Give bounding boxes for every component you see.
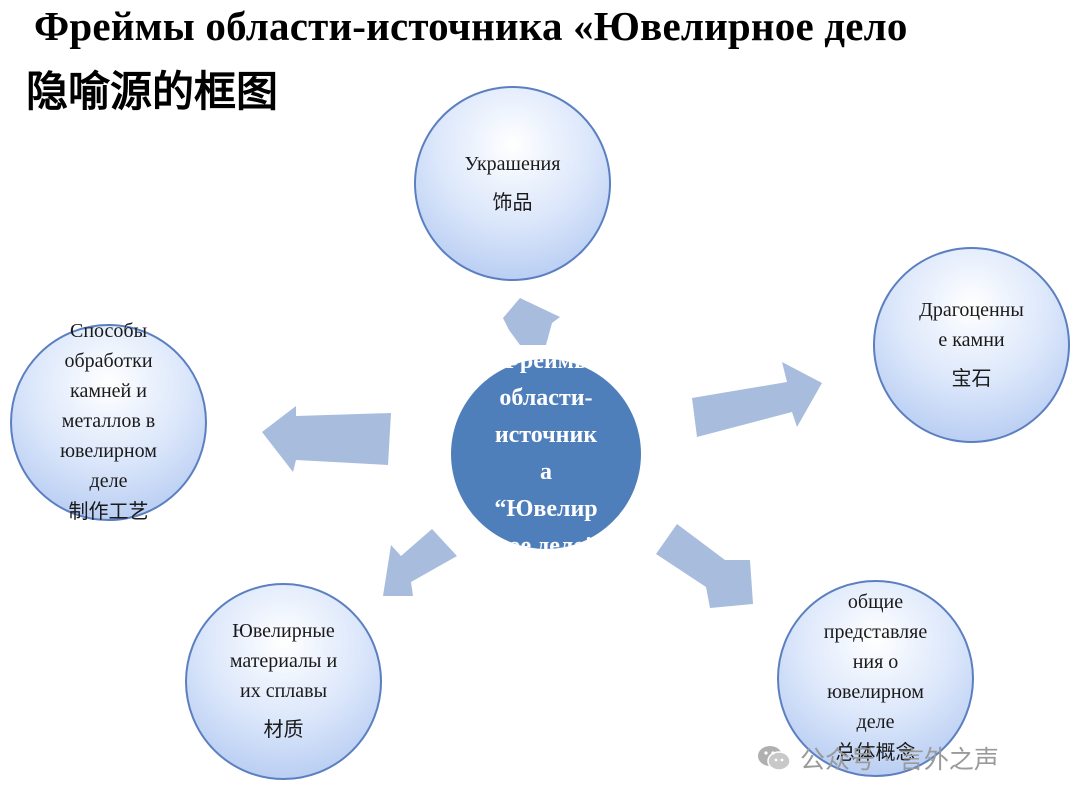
general-ru5: деле xyxy=(856,711,895,733)
node-general-label: общие представляе ния о ювелирном деле 总… xyxy=(777,587,974,767)
slide-title-line1: Фреймы области-источника «Ювелирное дело xyxy=(34,3,908,49)
methods-ru6: деле xyxy=(89,470,128,492)
materials-ru1: Ювелирные xyxy=(232,620,335,642)
watermark-text: 公众号 · 言外之声 xyxy=(800,745,999,774)
node-materials-circle xyxy=(185,583,382,780)
node-methods-label: Способы обработки камней и металлов в юв… xyxy=(10,316,207,526)
methods-ru2: обработки xyxy=(64,350,153,372)
slide-title-line2: 隐喻源的框图 xyxy=(26,67,279,116)
center-line4: а xyxy=(540,459,552,485)
materials-ru2: материалы и xyxy=(229,650,338,672)
materials-cn: 材质 xyxy=(263,717,304,741)
node-general-circle xyxy=(777,580,974,777)
gems-ru1: Драгоценны xyxy=(919,299,1024,321)
center-frame-circle: Фреймы области- источник а “Ювелир ное д… xyxy=(451,359,641,549)
general-ru4: ювелирном xyxy=(827,681,924,703)
gems-ru2: е камни xyxy=(938,329,1005,351)
arrow-down-right xyxy=(656,524,753,608)
methods-ru1: Способы xyxy=(69,320,148,342)
center-line3: источник xyxy=(494,422,598,448)
node-gems-label: Драгоценны е камни 宝石 xyxy=(873,295,1070,393)
node-decorations-circle xyxy=(414,86,611,281)
node-gems-circle xyxy=(873,247,1070,443)
center-line6: ное дело” xyxy=(494,533,598,549)
node-methods-circle xyxy=(10,324,207,521)
general-ru1: общие xyxy=(847,591,904,613)
node-decorations-label: Украшения 饰品 xyxy=(414,149,611,217)
arrow-right xyxy=(692,362,822,437)
arrow-down-left xyxy=(383,529,457,596)
methods-ru3: камней и xyxy=(70,380,147,402)
materials-ru3: их сплавы xyxy=(239,680,328,702)
node-materials-label: Ювелирные материалы и их сплавы 材质 xyxy=(185,616,382,744)
arrow-left xyxy=(262,406,391,472)
arrow-up xyxy=(503,298,560,345)
decorations-cn: 饰品 xyxy=(492,190,533,214)
center-line2: области- xyxy=(499,385,593,411)
center-line5: “Ювелир xyxy=(494,496,598,522)
center-line1: Фреймы xyxy=(499,359,593,374)
decorations-ru: Украшения xyxy=(464,153,561,175)
general-ru3: ния о xyxy=(852,651,899,673)
gems-cn: 宝石 xyxy=(951,366,992,390)
general-cn: 总体概念 xyxy=(835,740,916,764)
methods-ru5: ювелирном xyxy=(60,440,157,462)
methods-cn: 制作工艺 xyxy=(68,499,149,523)
watermark: 公众号 · 言外之声 xyxy=(756,740,999,776)
methods-ru4: металлов в xyxy=(61,410,156,432)
wechat-icon xyxy=(758,746,791,771)
general-ru2: представляе xyxy=(823,621,928,643)
